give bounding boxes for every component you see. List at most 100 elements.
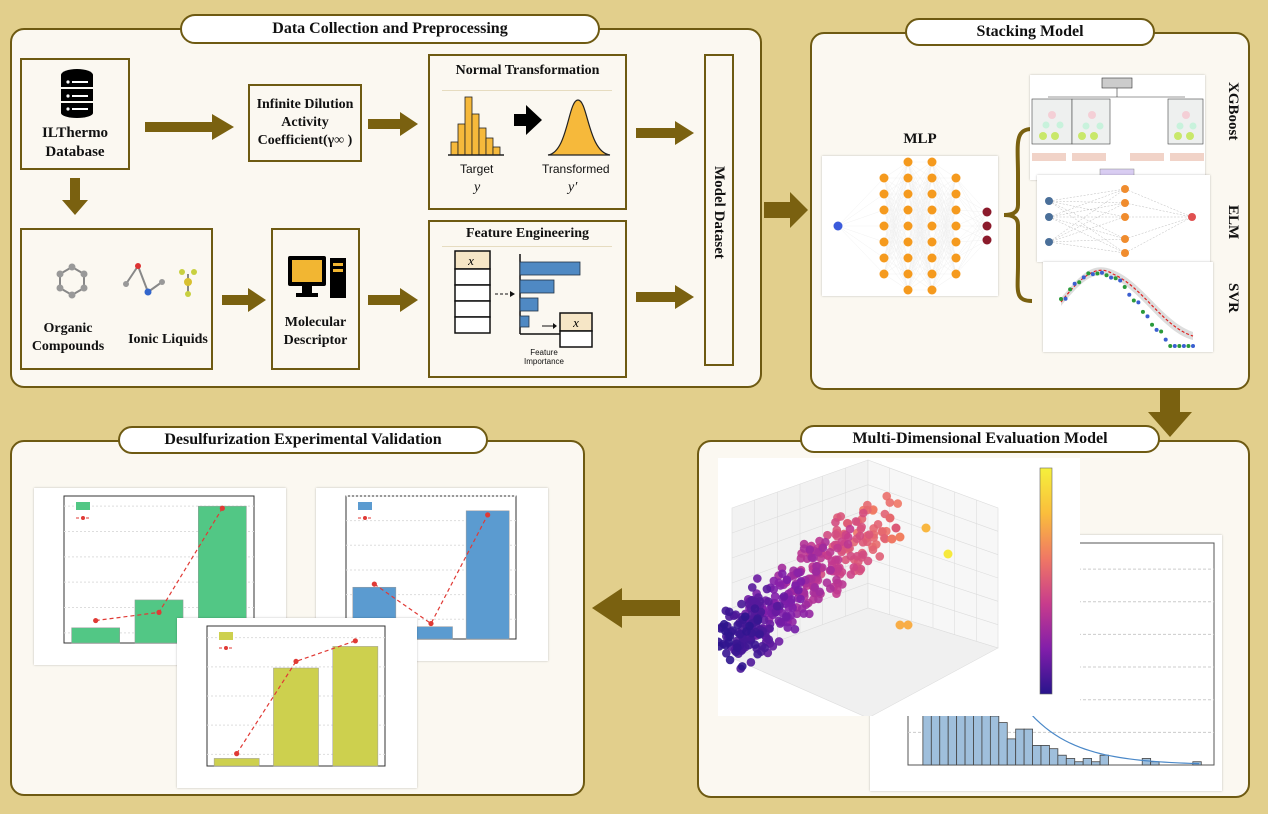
scatter-point	[895, 620, 905, 630]
activity-coefficient-box: Infinite Dilution Activity Coefficient(γ…	[248, 84, 362, 162]
scatter-point	[855, 531, 865, 541]
bar	[213, 758, 260, 767]
activity-coefficient-label: Infinite Dilution Activity Coefficient(γ…	[256, 97, 354, 148]
scatter-point	[825, 547, 835, 557]
connection	[955, 177, 988, 227]
normal-transformation-box: Normal Transformation Target y Transform…	[428, 54, 627, 210]
z-point	[371, 581, 377, 587]
legend-line-marker	[363, 516, 367, 520]
connection	[931, 177, 957, 243]
preprocessing-arrows	[62, 112, 694, 312]
scatter-point	[814, 594, 823, 604]
feature-importance-icon: x x	[454, 250, 593, 348]
neuron	[903, 157, 913, 167]
data-point	[1090, 272, 1095, 277]
z-point	[156, 609, 162, 615]
scatter-point	[719, 619, 729, 629]
connection	[883, 161, 909, 179]
bar	[273, 667, 319, 767]
connection	[907, 161, 933, 227]
histogram-bar	[1099, 754, 1109, 766]
scatter-point	[843, 532, 853, 542]
feature-engineering-box: Feature Engineering x x Feature Importan…	[428, 220, 627, 378]
scatter-point	[858, 538, 868, 547]
connection	[883, 161, 909, 195]
feature-importance-label: Feature Importance	[523, 348, 565, 366]
neuron	[951, 237, 961, 247]
z-point	[219, 505, 225, 511]
z-point	[293, 658, 299, 665]
scatter-point	[843, 539, 853, 549]
bar	[134, 599, 184, 644]
arrow-left-icon	[592, 588, 680, 628]
connection	[1048, 216, 1126, 240]
connection	[1048, 200, 1126, 218]
scatter-point	[807, 553, 817, 562]
neuron	[927, 285, 937, 295]
connection	[1048, 188, 1126, 202]
connection	[907, 209, 933, 291]
connection	[907, 273, 933, 291]
z-point	[93, 617, 99, 624]
connection	[907, 161, 933, 243]
organic-compounds-label: Organic Compounds	[31, 321, 105, 354]
connection	[931, 177, 957, 211]
connection	[837, 209, 885, 227]
scatter-point	[774, 637, 784, 646]
neuron	[927, 173, 937, 183]
scatter-point	[722, 648, 731, 658]
scatter-point	[863, 500, 872, 510]
neuron	[903, 189, 913, 199]
scatter-point	[943, 549, 953, 559]
scatter-point	[832, 575, 841, 585]
z-line	[236, 640, 356, 754]
scatter-point	[753, 649, 762, 659]
connection	[931, 225, 957, 291]
scatter-point	[755, 597, 765, 606]
data-point	[1150, 322, 1155, 327]
data-point	[1113, 276, 1118, 281]
z-point	[234, 751, 240, 757]
scatter-point	[822, 578, 832, 587]
connection	[955, 239, 988, 275]
connection	[1048, 216, 1126, 243]
panel-title: Stacking Model	[905, 18, 1155, 46]
data-point	[1118, 278, 1123, 283]
connection	[1124, 216, 1193, 254]
legend-bar-swatch	[76, 502, 90, 510]
scatter-point	[796, 594, 805, 604]
data-point	[1077, 280, 1082, 285]
scatter-point	[805, 545, 815, 554]
scatter-point	[750, 640, 760, 649]
neuron	[903, 285, 913, 295]
bar	[332, 646, 379, 767]
connection	[955, 209, 988, 241]
computer-icon	[288, 256, 346, 298]
connection	[1048, 188, 1126, 218]
model-label-xgboost: XGBoost	[1225, 82, 1241, 141]
scatter-point	[735, 629, 745, 639]
scatter-point	[783, 623, 793, 632]
connection	[955, 239, 988, 259]
scatter-point	[732, 643, 742, 653]
connection	[883, 161, 909, 227]
scatter-point	[856, 524, 866, 534]
data-point	[1181, 344, 1186, 348]
data-point	[1122, 285, 1127, 290]
panel-title: Desulfurization Experimental Validation	[118, 426, 488, 454]
connection	[955, 211, 988, 259]
neuron	[927, 253, 937, 263]
neuron	[951, 189, 961, 199]
neuron	[879, 237, 889, 247]
scatter-point	[815, 587, 825, 597]
scatter-point	[718, 642, 724, 651]
connection	[837, 225, 885, 259]
connection	[955, 239, 988, 243]
connection	[907, 161, 933, 291]
bar	[465, 510, 510, 640]
neuron	[879, 205, 889, 215]
connection	[883, 241, 909, 275]
data-point	[1109, 275, 1114, 280]
connection	[883, 209, 909, 275]
